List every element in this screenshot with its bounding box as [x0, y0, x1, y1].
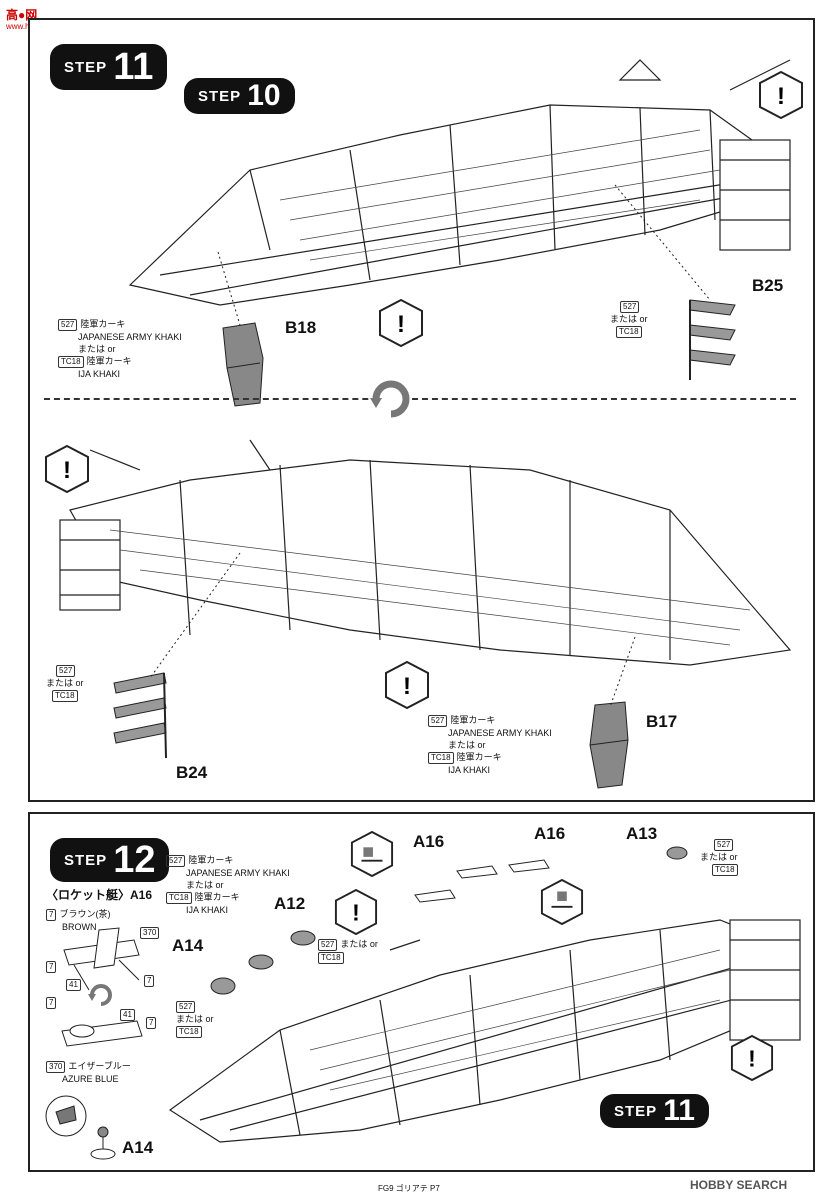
step-word: STEP — [64, 58, 108, 76]
warning-icon: ! — [379, 298, 423, 348]
step-number: 11 — [663, 1094, 695, 1127]
step-word: STEP — [198, 87, 242, 105]
paint-spec-a14: 527 または or TC18 — [176, 1001, 214, 1038]
svg-text:!: ! — [352, 900, 360, 926]
dotted-leader-b18 — [217, 251, 241, 326]
part-b17-icon — [589, 701, 629, 789]
warning-icon: ! — [385, 660, 429, 710]
warning-icon: ! — [759, 70, 803, 120]
step-number: 10 — [247, 79, 281, 112]
part-a16-rocket-icon — [456, 865, 498, 879]
rotate-icon — [88, 984, 112, 1006]
glue-detail-icon — [350, 830, 394, 878]
svg-text:!: ! — [397, 311, 405, 338]
step-number: 12 — [113, 838, 156, 881]
glue-detail-icon — [540, 878, 584, 926]
svg-text:!: ! — [777, 83, 785, 110]
step-word: STEP — [614, 1102, 658, 1120]
dotted-leader-b25 — [614, 184, 711, 301]
a14-detail-circle — [45, 1095, 87, 1137]
airship-illustration-top — [128, 59, 791, 306]
rocket-boat-top-view — [63, 927, 140, 991]
callout-370: 370 — [140, 926, 162, 939]
warning-icon: ! — [730, 1034, 774, 1082]
airship-illustration-bottom — [59, 439, 792, 666]
svg-text:!: ! — [748, 1046, 756, 1072]
part-label-a13: A13 — [626, 824, 658, 843]
section-divider — [44, 398, 796, 400]
part-label-b17: B17 — [646, 712, 678, 731]
dotted-leader-b17 — [609, 636, 636, 708]
part-a16-rocket-icon — [508, 859, 550, 873]
callout-41: 41 — [66, 978, 84, 991]
part-b25-icon — [689, 299, 736, 380]
part-label-a16-left: A16 — [413, 832, 445, 851]
page-footer-label: FG9 ゴリアテ P7 — [378, 1184, 440, 1193]
rotate-icon — [370, 379, 411, 419]
callout-7: 7 — [46, 960, 59, 973]
dotted-leader-b24 — [149, 552, 241, 679]
part-label-a12: A12 — [274, 894, 306, 913]
callout-41: 41 — [120, 1008, 138, 1021]
rocket-boat-bottom-view — [61, 1020, 143, 1047]
rocket-boat-title: 〈ロケット艇〉A16 — [46, 888, 153, 902]
paint-spec-b24: 527 または or TC18 — [46, 665, 84, 702]
paint-spec-a13: 527 または or TC18 — [700, 839, 738, 876]
step-11-subbadge: STEP 11 — [600, 1094, 709, 1128]
step-word: STEP — [64, 851, 108, 869]
callout-7: 7 — [146, 1016, 159, 1029]
warning-icon: ! — [45, 444, 89, 494]
step-11-badge: STEP 11 — [50, 44, 168, 90]
part-label-b24: B24 — [176, 763, 208, 782]
part-label-a14-small: A14 — [122, 1138, 154, 1157]
paint-spec-b25: 527 または or TC18 — [610, 301, 648, 338]
part-a14-small-icon — [90, 1126, 116, 1160]
part-a16-rocket-icon — [414, 889, 456, 903]
step-number: 11 — [113, 45, 154, 88]
part-b18-icon — [222, 322, 264, 407]
warning-icon: ! — [334, 888, 378, 936]
part-a12-icon — [248, 954, 274, 970]
part-a14-icon — [210, 977, 236, 995]
airship-illustration-step12 — [168, 919, 801, 1143]
part-a12-icon — [290, 930, 316, 946]
part-label-a16-right: A16 — [534, 824, 566, 843]
callout-7: 7 — [144, 974, 157, 987]
watermark: HOBBY SEARCH — [690, 1178, 788, 1192]
part-a13-icon — [666, 846, 688, 860]
part-label-a14: A14 — [172, 936, 204, 955]
callout-7: 7 — [46, 996, 59, 1009]
part-label-b25: B25 — [752, 276, 784, 295]
svg-text:!: ! — [403, 673, 411, 700]
step-10-subbadge: STEP 10 — [184, 78, 295, 114]
part-b24-icon — [113, 672, 167, 759]
step-12-badge: STEP 12 — [50, 838, 170, 882]
part-label-b18: B18 — [285, 318, 317, 337]
svg-text:!: ! — [63, 457, 71, 484]
